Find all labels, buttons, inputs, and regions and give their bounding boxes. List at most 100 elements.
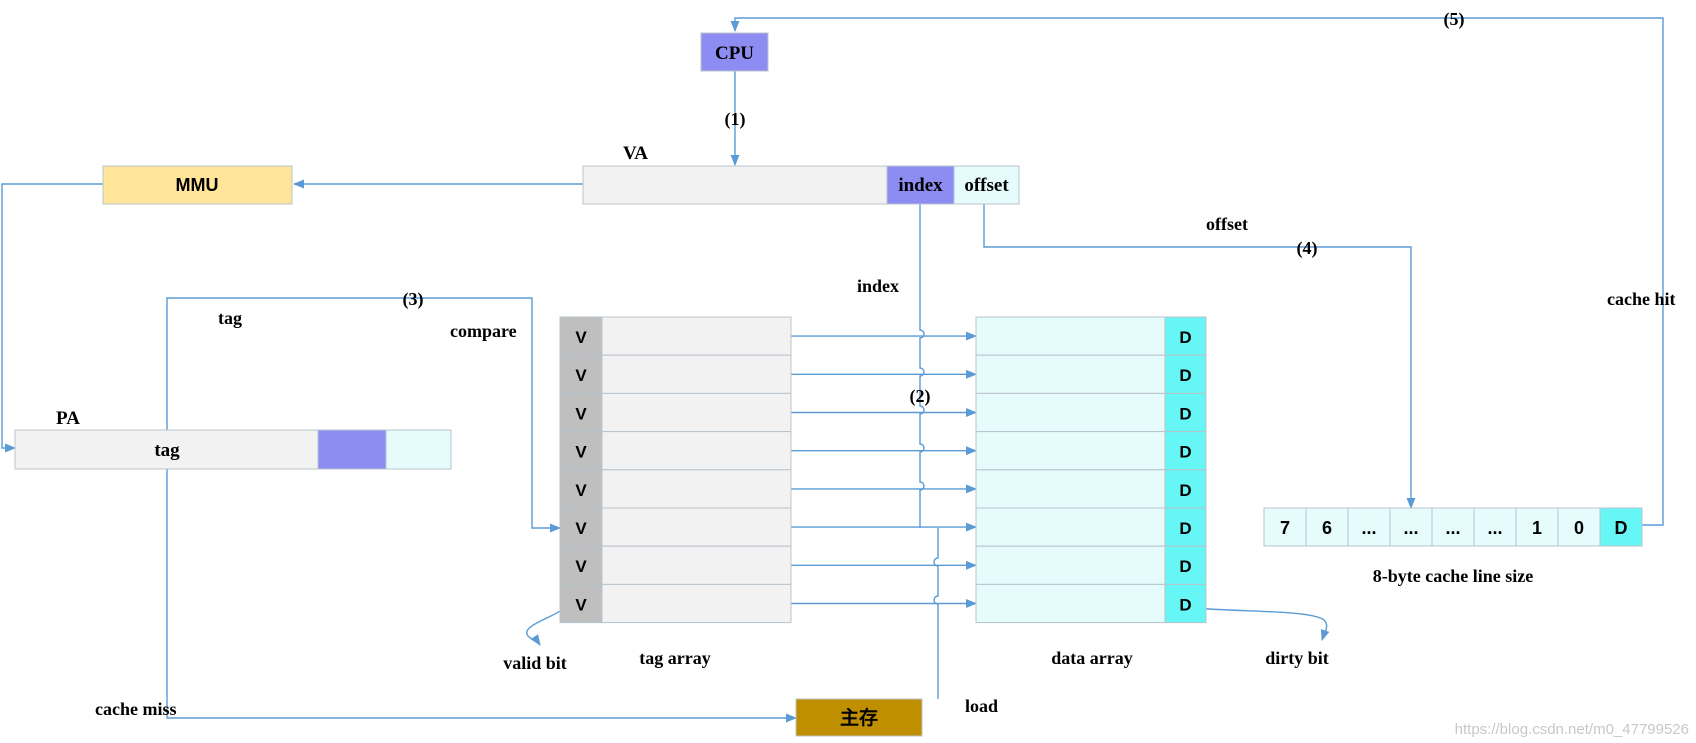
row-arrows <box>791 331 978 608</box>
dirty-bit-text: D <box>1179 481 1191 500</box>
valid-bit-cell <box>559 545 603 585</box>
cache-line-byte-cell <box>1305 507 1349 547</box>
va-register: VA index offset <box>582 143 1020 205</box>
data-entry-cell <box>975 431 1166 471</box>
cpu-label: CPU <box>715 43 754 64</box>
valid-bit-cell <box>559 507 603 547</box>
data-entry-cell <box>975 507 1166 547</box>
cache-line-cell-text: ... <box>1487 518 1502 538</box>
va-offset-field <box>953 165 1020 205</box>
watermark-text: https://blog.csdn.net/m0_47799526 <box>1455 721 1689 738</box>
cache-hit-label: cache hit <box>1607 289 1675 309</box>
valid-bit-text: V <box>575 443 587 462</box>
connectors <box>1 17 1664 723</box>
data-array-label: data array <box>1051 648 1132 668</box>
step-3-label: (3) <box>403 289 424 310</box>
data-entry-cell <box>975 545 1166 585</box>
pa-label: PA <box>56 408 80 429</box>
cpu-node: CPU <box>700 32 769 72</box>
valid-bit-text: V <box>575 519 587 538</box>
cache-line-cell-text: 1 <box>1532 518 1542 538</box>
mmu-to-pa-arrow <box>1 183 103 453</box>
cache-line-cell-text: ... <box>1445 518 1460 538</box>
tag-entry-cell <box>601 469 792 509</box>
offset-path <box>983 204 1416 510</box>
cache-line-byte-cell <box>1431 507 1475 547</box>
dirty-bit-cell <box>1164 354 1207 394</box>
step-4-label: (4) <box>1297 238 1318 259</box>
pa-offset-field <box>385 429 452 470</box>
cache-line-cell-text: ... <box>1361 518 1376 538</box>
tag-compare-path <box>166 297 562 533</box>
va-index-text: index <box>898 175 943 196</box>
va-index-field <box>886 165 955 205</box>
step-5-label: (5) <box>1444 9 1465 30</box>
data-entry-cell <box>975 316 1166 356</box>
dirty-bit-text: D <box>1179 366 1191 385</box>
dirty-bit-cell <box>1164 392 1207 433</box>
pa-tag-text: tag <box>154 440 180 461</box>
mmu-box <box>102 165 293 205</box>
cache-line: 7 6............ 1 0 D <box>1263 507 1643 547</box>
cache-line-byte-cell <box>1389 507 1433 547</box>
dirty-bit-label: dirty bit <box>1265 648 1329 668</box>
va-offset-text: offset <box>964 175 1009 196</box>
data-entry-cell <box>975 354 1166 394</box>
cache-line-cell-text: 7 <box>1280 518 1290 538</box>
load-line <box>933 528 939 699</box>
tag-entry-cell <box>601 431 792 471</box>
index-line <box>919 204 925 528</box>
index-label: index <box>857 276 899 296</box>
valid-bit-text: V <box>575 481 587 500</box>
dirty-bit-text: D <box>1179 443 1191 462</box>
main-memory-box <box>795 698 923 737</box>
dirty-bit-pointer <box>1194 607 1330 642</box>
valid-bit-cell <box>559 583 603 624</box>
tag-entry-cell <box>601 583 792 624</box>
labels: (1) (2) (3) (4) (5) tag compare index of… <box>95 9 1689 738</box>
tag-entry-cell <box>601 316 792 356</box>
va-tag-field <box>582 165 888 205</box>
valid-bit-text: V <box>575 404 587 423</box>
cache-line-byte-cell <box>1347 507 1391 547</box>
data-entry-cell <box>975 583 1166 624</box>
pa-index-field <box>317 429 387 470</box>
valid-bit-pointer <box>526 608 564 646</box>
valid-bit-cell <box>559 316 603 356</box>
dirty-bit-text: D <box>1179 557 1191 576</box>
step-2-label: (2) <box>910 386 931 407</box>
cache-line-cell-text: 6 <box>1322 518 1332 538</box>
cache-miss-path <box>166 469 798 723</box>
cpu-box <box>700 32 769 72</box>
load-label: load <box>965 696 998 716</box>
tag-entry-cell <box>601 545 792 585</box>
mmu-node: MMU <box>102 165 293 205</box>
mmu-label: MMU <box>176 175 219 195</box>
main-memory-node: 主存 <box>795 698 923 737</box>
offset-label: offset <box>1206 214 1248 234</box>
valid-bit-text: V <box>575 595 587 614</box>
data-entry-cell <box>975 392 1166 433</box>
data-entry-cell <box>975 469 1166 509</box>
tag-entry-cell <box>601 354 792 394</box>
valid-bit-cell <box>559 469 603 509</box>
cache-line-cell-text: D <box>1615 518 1628 538</box>
valid-bit-cell <box>559 392 603 433</box>
va-label: VA <box>623 143 648 164</box>
dirty-bit-cell <box>1164 583 1207 624</box>
cache-line-cell-text: ... <box>1403 518 1418 538</box>
tag-entry-cell <box>601 392 792 433</box>
cache-line-size-label: 8-byte cache line size <box>1373 566 1533 586</box>
dirty-bit-text: D <box>1179 595 1191 614</box>
main-memory-label: 主存 <box>840 706 878 729</box>
dirty-bit-text: D <box>1179 404 1191 423</box>
valid-bit-text: V <box>575 557 587 576</box>
dirty-bit-text: D <box>1179 519 1191 538</box>
cache-line-cell-text: 0 <box>1574 518 1584 538</box>
cache-line-dirty-cell <box>1599 507 1643 547</box>
cache-line-byte-cell <box>1557 507 1601 547</box>
cache-hit-path <box>730 17 1664 526</box>
